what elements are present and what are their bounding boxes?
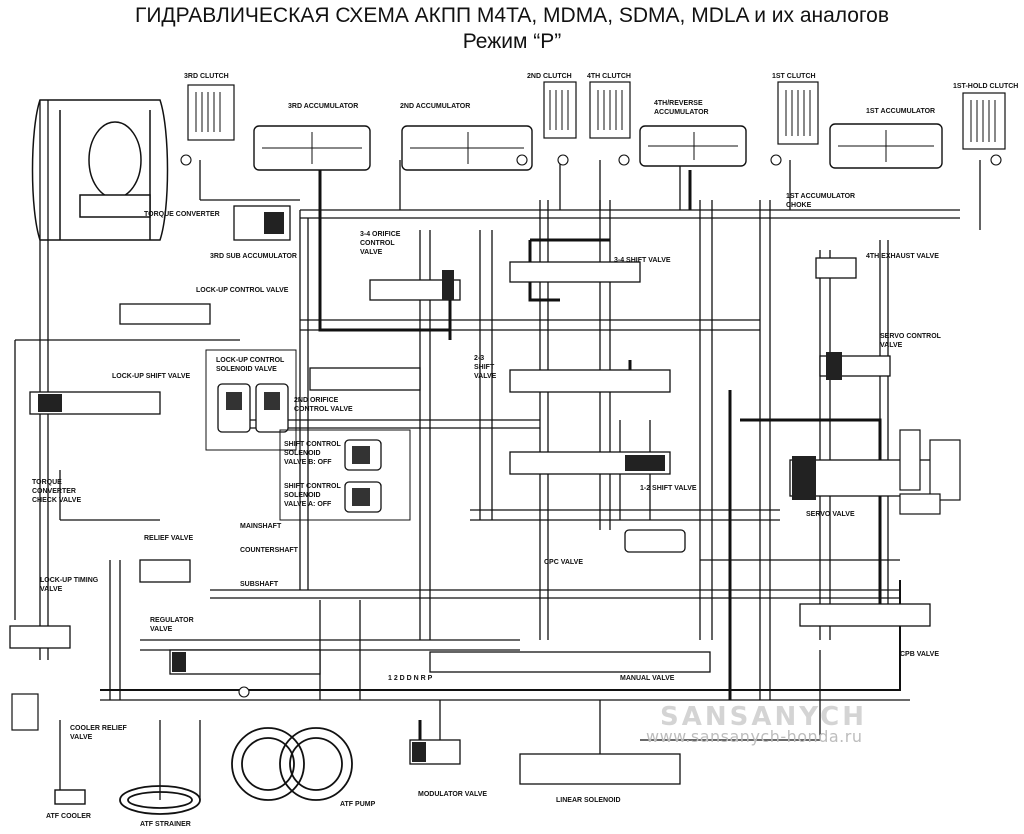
label-solenoid-a: SOLENOID	[284, 492, 321, 499]
label-shift-control-b: SHIFT CONTROL	[284, 441, 341, 448]
label-3rd-clutch: 3RD CLUTCH	[184, 73, 229, 80]
label-modulator-valve: MODULATOR VALVE	[418, 791, 487, 798]
label-torque-converter: TORQUE CONVERTER	[144, 211, 220, 218]
label-atf-cooler: ATF COOLER	[46, 813, 91, 820]
label-regulator: REGULATOR	[150, 617, 194, 624]
label-gear-positions: 1 2 D D N R P	[388, 675, 433, 682]
label-2nd-accumulator: 2ND ACCUMULATOR	[400, 103, 470, 110]
label-shift-control-a: SHIFT CONTROL	[284, 483, 341, 490]
label-lock-up-solenoid-valve: SOLENOID VALVE	[216, 366, 277, 373]
diagram-title: ГИДРАВЛИЧЕСКАЯ СХЕМА АКПП M4TA, MDMA, SD…	[134, 4, 890, 27]
label-mainshaft: MAINSHAFT	[240, 523, 282, 530]
label-3rd-sub-accumulator: 3RD SUB ACCUMULATOR	[210, 253, 297, 260]
label-cooler-relief-valve: VALVE	[70, 734, 93, 741]
watermark-logo: SANSANYCH	[660, 702, 867, 732]
label-cooler-relief: COOLER RELIEF	[70, 725, 128, 732]
label-3-4-shift-valve: 3-4 SHIFT VALVE	[614, 257, 671, 264]
label-relief-valve: RELIEF VALVE	[144, 535, 193, 542]
label-servo-valve: SERVO VALVE	[806, 511, 855, 518]
label-2nd-clutch: 2ND CLUTCH	[527, 73, 572, 80]
label-servo-control: SERVO CONTROL	[880, 333, 942, 340]
label-linear-solenoid: LINEAR SOLENOID	[556, 797, 621, 804]
label-solenoid-b: SOLENOID	[284, 450, 321, 457]
label-atf-strainer: ATF STRAINER	[140, 821, 191, 828]
label-lock-up-timing-valve: VALVE	[40, 586, 63, 593]
label-2-3-valve: VALVE	[474, 373, 497, 380]
label-converter: CONVERTER	[32, 488, 76, 495]
label-4th-reverse-accumulator: ACCUMULATOR	[654, 109, 709, 116]
label-countershaft: COUNTERSHAFT	[240, 547, 299, 554]
label-1-2-shift-valve: 1-2 SHIFT VALVE	[640, 485, 697, 492]
label-atf-pump: ATF PUMP	[340, 801, 376, 808]
label-valve-a-off: VALVE A: OFF	[284, 501, 332, 508]
label-servo-control-valve: VALVE	[880, 342, 903, 349]
label-4th-clutch: 4TH CLUTCH	[587, 73, 631, 80]
label-3rd-accumulator: 3RD ACCUMULATOR	[288, 103, 358, 110]
label-valve-b-off: VALVE B: OFF	[284, 459, 332, 466]
label-1st-accumulator-choke: 1ST ACCUMULATOR	[786, 193, 855, 200]
label-4th-reverse: 4TH/REVERSE	[654, 100, 703, 107]
label-torque: TORQUE	[32, 479, 62, 486]
label-lock-up-control: LOCK-UP CONTROL	[216, 357, 285, 364]
label-1st-accumulator: 1ST ACCUMULATOR	[866, 108, 935, 115]
label-cpc-valve: CPC VALVE	[544, 559, 583, 566]
label-3-4-orifice-valve: VALVE	[360, 249, 383, 256]
diagram-subtitle: Режим “P”	[462, 30, 562, 53]
label-subshaft: SUBSHAFT	[240, 581, 279, 588]
label-lock-up-timing: LOCK-UP TIMING	[40, 577, 99, 584]
label-manual-valve: MANUAL VALVE	[620, 675, 675, 682]
watermark-url: www.sansanych-honda.ru	[646, 727, 863, 746]
label-2-3: 2-3	[474, 355, 484, 362]
label-cpb-valve: CPB VALVE	[900, 651, 939, 658]
label-check-valve: CHECK VALVE	[32, 497, 81, 504]
label-choke: CHOKE	[786, 202, 812, 209]
label-1st-clutch: 1ST CLUTCH	[772, 73, 816, 80]
label-2nd-orifice: 2ND ORIFICE	[294, 397, 339, 404]
label-3-4-orifice-control: CONTROL	[360, 240, 395, 247]
label-2nd-orifice-control-valve: CONTROL VALVE	[294, 406, 353, 413]
label-4th-exhaust-valve: 4TH EXHAUST VALVE	[866, 253, 939, 260]
label-1st-hold-clutch: 1ST-HOLD CLUTCH	[953, 83, 1018, 90]
label-3-4-orifice: 3-4 ORIFICE	[360, 231, 401, 238]
label-lock-up-control-valve: LOCK-UP CONTROL VALVE	[196, 287, 289, 294]
label-2-3-shift: SHIFT	[474, 364, 495, 371]
label-lock-up-shift-valve: LOCK-UP SHIFT VALVE	[112, 373, 191, 380]
label-regulator-valve: VALVE	[150, 626, 173, 633]
